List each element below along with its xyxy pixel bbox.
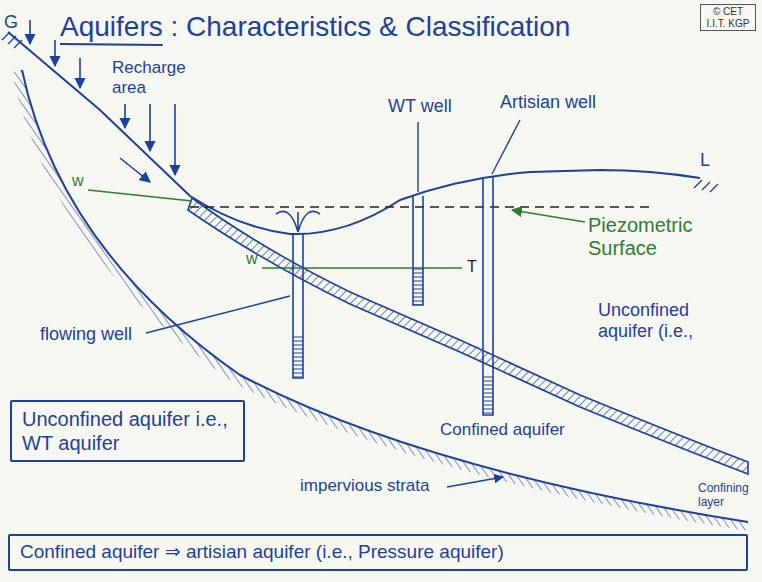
recharge-arrow [174,104,176,175]
well-label: Artisian well [500,92,596,113]
wt-well [413,196,423,305]
strata-label: impervious strata [300,476,429,496]
surface-label: Piezometric Surface [588,214,718,260]
point-label: L [700,150,710,171]
recharge-arrow [29,20,31,44]
layer-label: Confining layer [698,482,756,510]
line-label: T [467,258,477,276]
well-label: WT well [388,96,452,117]
well-casing [483,177,493,415]
recharge-arrow [124,104,126,128]
well-screen [483,375,493,415]
box-text: Unconfined aquifer i.e., WT aquifer [22,407,233,455]
confining-layer [188,198,748,474]
title: Aquifers : Characteristics & Classificat… [60,10,570,44]
recharge-arrow [149,104,151,151]
well-casing [293,234,303,378]
recharge-arrows [30,20,175,182]
ground-symbol [2,32,22,48]
point-label: G [4,12,18,33]
well-screen [293,335,303,378]
leader-line [146,296,290,333]
recharge-arrow [54,40,56,66]
ground-surface [8,32,700,234]
aquifer-label: Unconfined aquifer (i.e., [598,300,748,341]
water-table [88,190,192,201]
pointer-arrow [512,210,585,222]
line-label: w [246,250,258,268]
title-underline [60,44,163,45]
line-label: w [72,172,84,190]
definition-box: Unconfined aquifer i.e., WT aquifer [10,400,245,462]
leader-line [492,120,520,174]
flowing-well [276,211,320,378]
box-text: Confined aquifer ⇒ artisian aquifer (i.e… [20,541,736,564]
ground-symbol [694,180,718,192]
leader-line [417,122,418,192]
fountain [276,211,320,232]
area-label: Recharge area [112,58,207,97]
aquifer-label: Confined aquifer [440,420,565,440]
well-screen [413,268,423,305]
well-label: flowing well [40,324,132,345]
impervious-strata [22,70,748,522]
piezometric-line [190,206,650,208]
artesian-well [483,177,493,415]
definition-box: Confined aquifer ⇒ artisian aquifer (i.e… [8,534,748,571]
well-casing [413,196,423,305]
recharge-arrow [79,58,81,88]
pointer-arrow [447,477,503,487]
copyright-stamp: © CET I.I.T. KGP [700,4,756,31]
flow-arrow [120,158,150,182]
water-table [262,267,462,269]
